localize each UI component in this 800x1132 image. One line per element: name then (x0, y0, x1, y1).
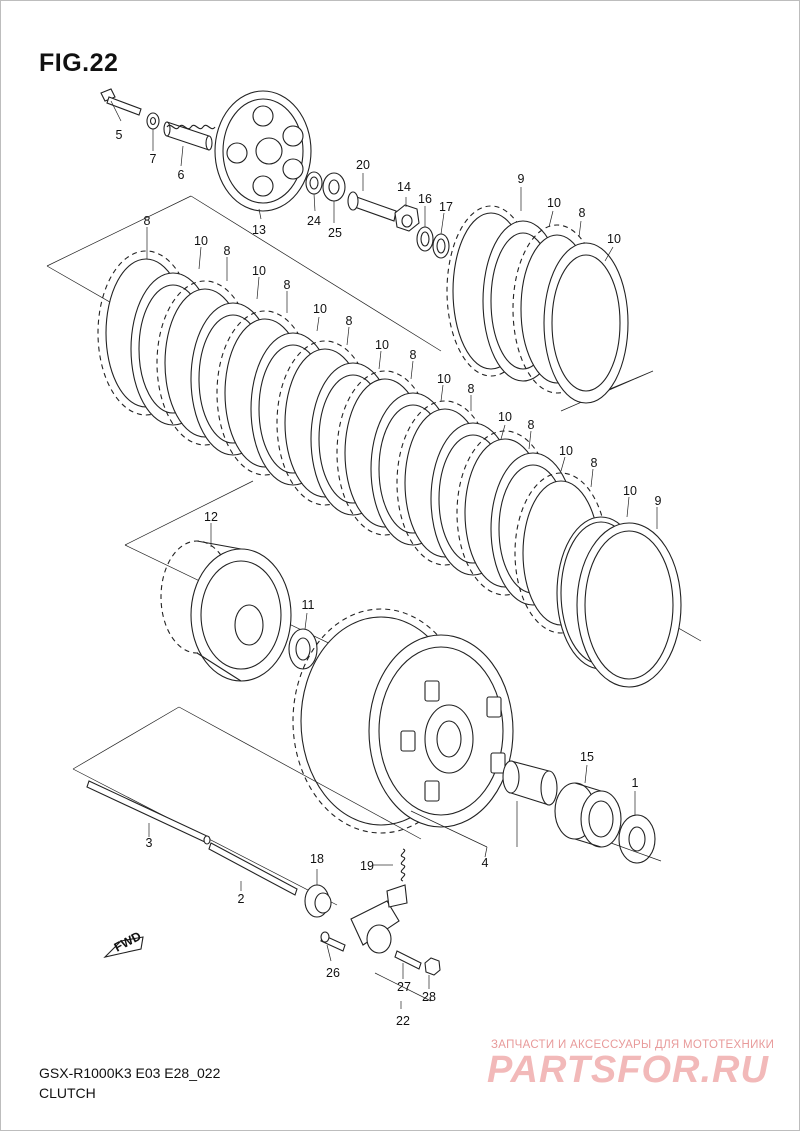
release-bearing (322, 172, 346, 202)
callout-label: 28 (422, 990, 436, 1004)
callout-label: 8 (284, 278, 291, 292)
callout-label: 10 (559, 444, 573, 458)
callout-label: 7 (150, 152, 157, 166)
needle-bearing-3 (554, 782, 622, 848)
callout-label: 25 (328, 226, 342, 240)
callout-label: 10 (607, 232, 621, 246)
callout-labels: 5 7 6 13 20 24 25 14 16 17 9 10 8 10 8 1… (116, 128, 662, 1028)
lock-nut-23 (424, 957, 441, 976)
callout-label: 8 (468, 382, 475, 396)
primary-driven-gear-housing (292, 608, 514, 834)
fwd-arrow-icon: FWD (103, 929, 144, 958)
callout-label: 5 (116, 128, 123, 142)
housing-spacer-sleeve (502, 760, 558, 806)
callout-label: 20 (356, 158, 370, 172)
callout-label: 10 (623, 484, 637, 498)
bolt-28 (320, 931, 346, 952)
callout-label: 10 (313, 302, 327, 316)
callout-label: 10 (547, 196, 561, 210)
callout-label: 10 (375, 338, 389, 352)
callout-label: 10 (252, 264, 266, 278)
callout-label: 10 (437, 372, 451, 386)
watermark-tagline: ЗАПЧАСТИ И АКСЕССУАРЫ ДЛЯ МОТОТЕХНИКИ (491, 1039, 775, 1051)
oil-seal-26 (304, 884, 332, 918)
callout-label: 14 (397, 180, 411, 194)
clutch-sleeve-hub (160, 540, 292, 682)
lock-washer-16 (416, 226, 434, 252)
thrust-washer-15 (288, 628, 318, 670)
callout-label: 1 (632, 776, 639, 790)
callout-label: 8 (224, 244, 231, 258)
callout-label: 24 (307, 214, 321, 228)
callout-label: 8 (579, 206, 586, 220)
clutch-push-piece (347, 191, 397, 222)
clutch-spring (163, 121, 216, 151)
clutch-sleeve-hub-nut (394, 204, 420, 232)
callout-label: 9 (518, 172, 525, 186)
callout-label: 8 (528, 418, 535, 432)
plate-group-top-right (446, 205, 629, 404)
adjusting-screw-22 (394, 950, 422, 970)
clutch-spring-bolt (100, 88, 142, 116)
callout-label: 16 (418, 192, 432, 206)
callout-label: 19 (360, 859, 374, 873)
callout-label: 6 (178, 168, 185, 182)
plate-stack-main (97, 250, 608, 634)
callout-label: 9 (655, 494, 662, 508)
callout-label: 10 (498, 410, 512, 424)
callout-label: 3 (146, 836, 153, 850)
spring-washer (146, 112, 160, 130)
callout-label: 12 (204, 510, 218, 524)
callout-label: 8 (346, 314, 353, 328)
model-code: GSX-R1000K3 E03 E28_022 (39, 1065, 221, 1081)
push-rod-19 (208, 842, 298, 896)
callout-label: 17 (439, 200, 453, 214)
callout-label: 18 (310, 852, 324, 866)
callout-label: 26 (326, 966, 340, 980)
pressure-plate (214, 90, 312, 212)
callout-label: 8 (410, 348, 417, 362)
callout-label: 11 (302, 598, 315, 612)
thrust-washer-2 (618, 814, 656, 864)
callout-label: 10 (194, 234, 208, 248)
pressure-plate-washer (305, 171, 323, 195)
callout-label: 15 (580, 750, 594, 764)
callout-label: 13 (252, 223, 266, 237)
callout-label: 8 (591, 456, 598, 470)
callout-label: 2 (238, 892, 245, 906)
return-spring-27 (379, 848, 406, 882)
washer-17 (432, 233, 450, 259)
section-name: CLUTCH (39, 1085, 96, 1101)
judder-spring-11 (576, 522, 682, 688)
release-arm-assembly (350, 884, 408, 954)
callout-label: 4 (482, 856, 489, 870)
watermark-logo: PARTSFOR.RU (487, 1049, 769, 1091)
figure-title: FIG.22 (39, 49, 119, 77)
callout-label: 22 (396, 1014, 410, 1028)
callout-label: 27 (397, 980, 411, 994)
callout-label: 8 (144, 214, 151, 228)
push-rod-18 (86, 780, 211, 845)
